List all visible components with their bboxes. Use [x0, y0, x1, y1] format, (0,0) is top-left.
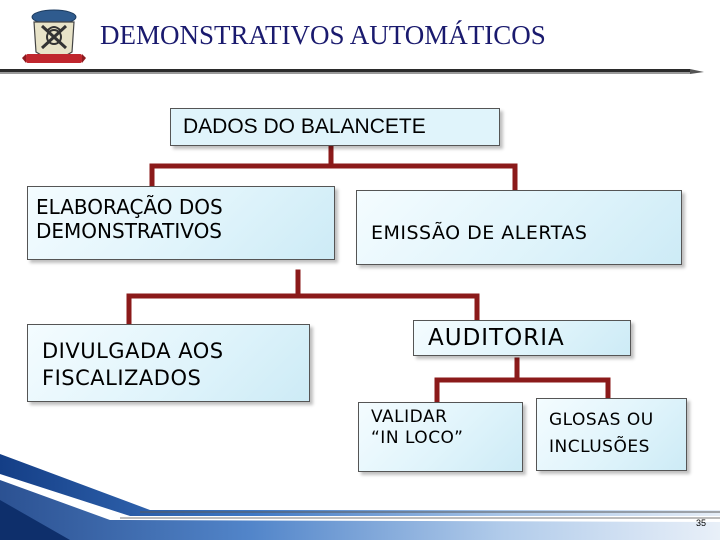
logo-emblem: [22, 9, 86, 63]
node-label: EMISSÃO DE ALERTAS: [371, 222, 588, 244]
footer-decoration: [0, 454, 720, 540]
page-number: 35: [695, 518, 706, 528]
node-elaboracao-demonstrativos: ELABORAÇÃO DOS DEMONSTRATIVOS: [27, 186, 335, 260]
node-glosas-ou-inclusoes: GLOSAS OU INCLUSÕES: [536, 398, 687, 471]
node-label: VALIDAR “IN LOCO”: [371, 407, 464, 448]
node-divulgada-aos-fiscalizados: DIVULGADA AOS FISCALIZADOS: [27, 324, 310, 402]
node-label: ELABORAÇÃO DOS DEMONSTRATIVOS: [36, 195, 223, 243]
node-label: DIVULGADA AOS FISCALIZADOS: [42, 339, 224, 390]
node-label: DADOS DO BALANCETE: [183, 115, 426, 138]
node-auditoria: AUDITORIA: [413, 320, 631, 356]
node-validar-in-loco: VALIDAR “IN LOCO”: [358, 402, 523, 472]
header-divider: [0, 69, 704, 74]
page-title: DEMONSTRATIVOS AUTOMÁTICOS: [100, 20, 546, 50]
node-emissao-de-alertas: EMISSÃO DE ALERTAS: [356, 190, 682, 265]
node-dados-do-balancete: DADOS DO BALANCETE: [170, 108, 500, 146]
node-label: AUDITORIA: [428, 325, 565, 351]
node-label: GLOSAS OU INCLUSÕES: [549, 410, 654, 457]
